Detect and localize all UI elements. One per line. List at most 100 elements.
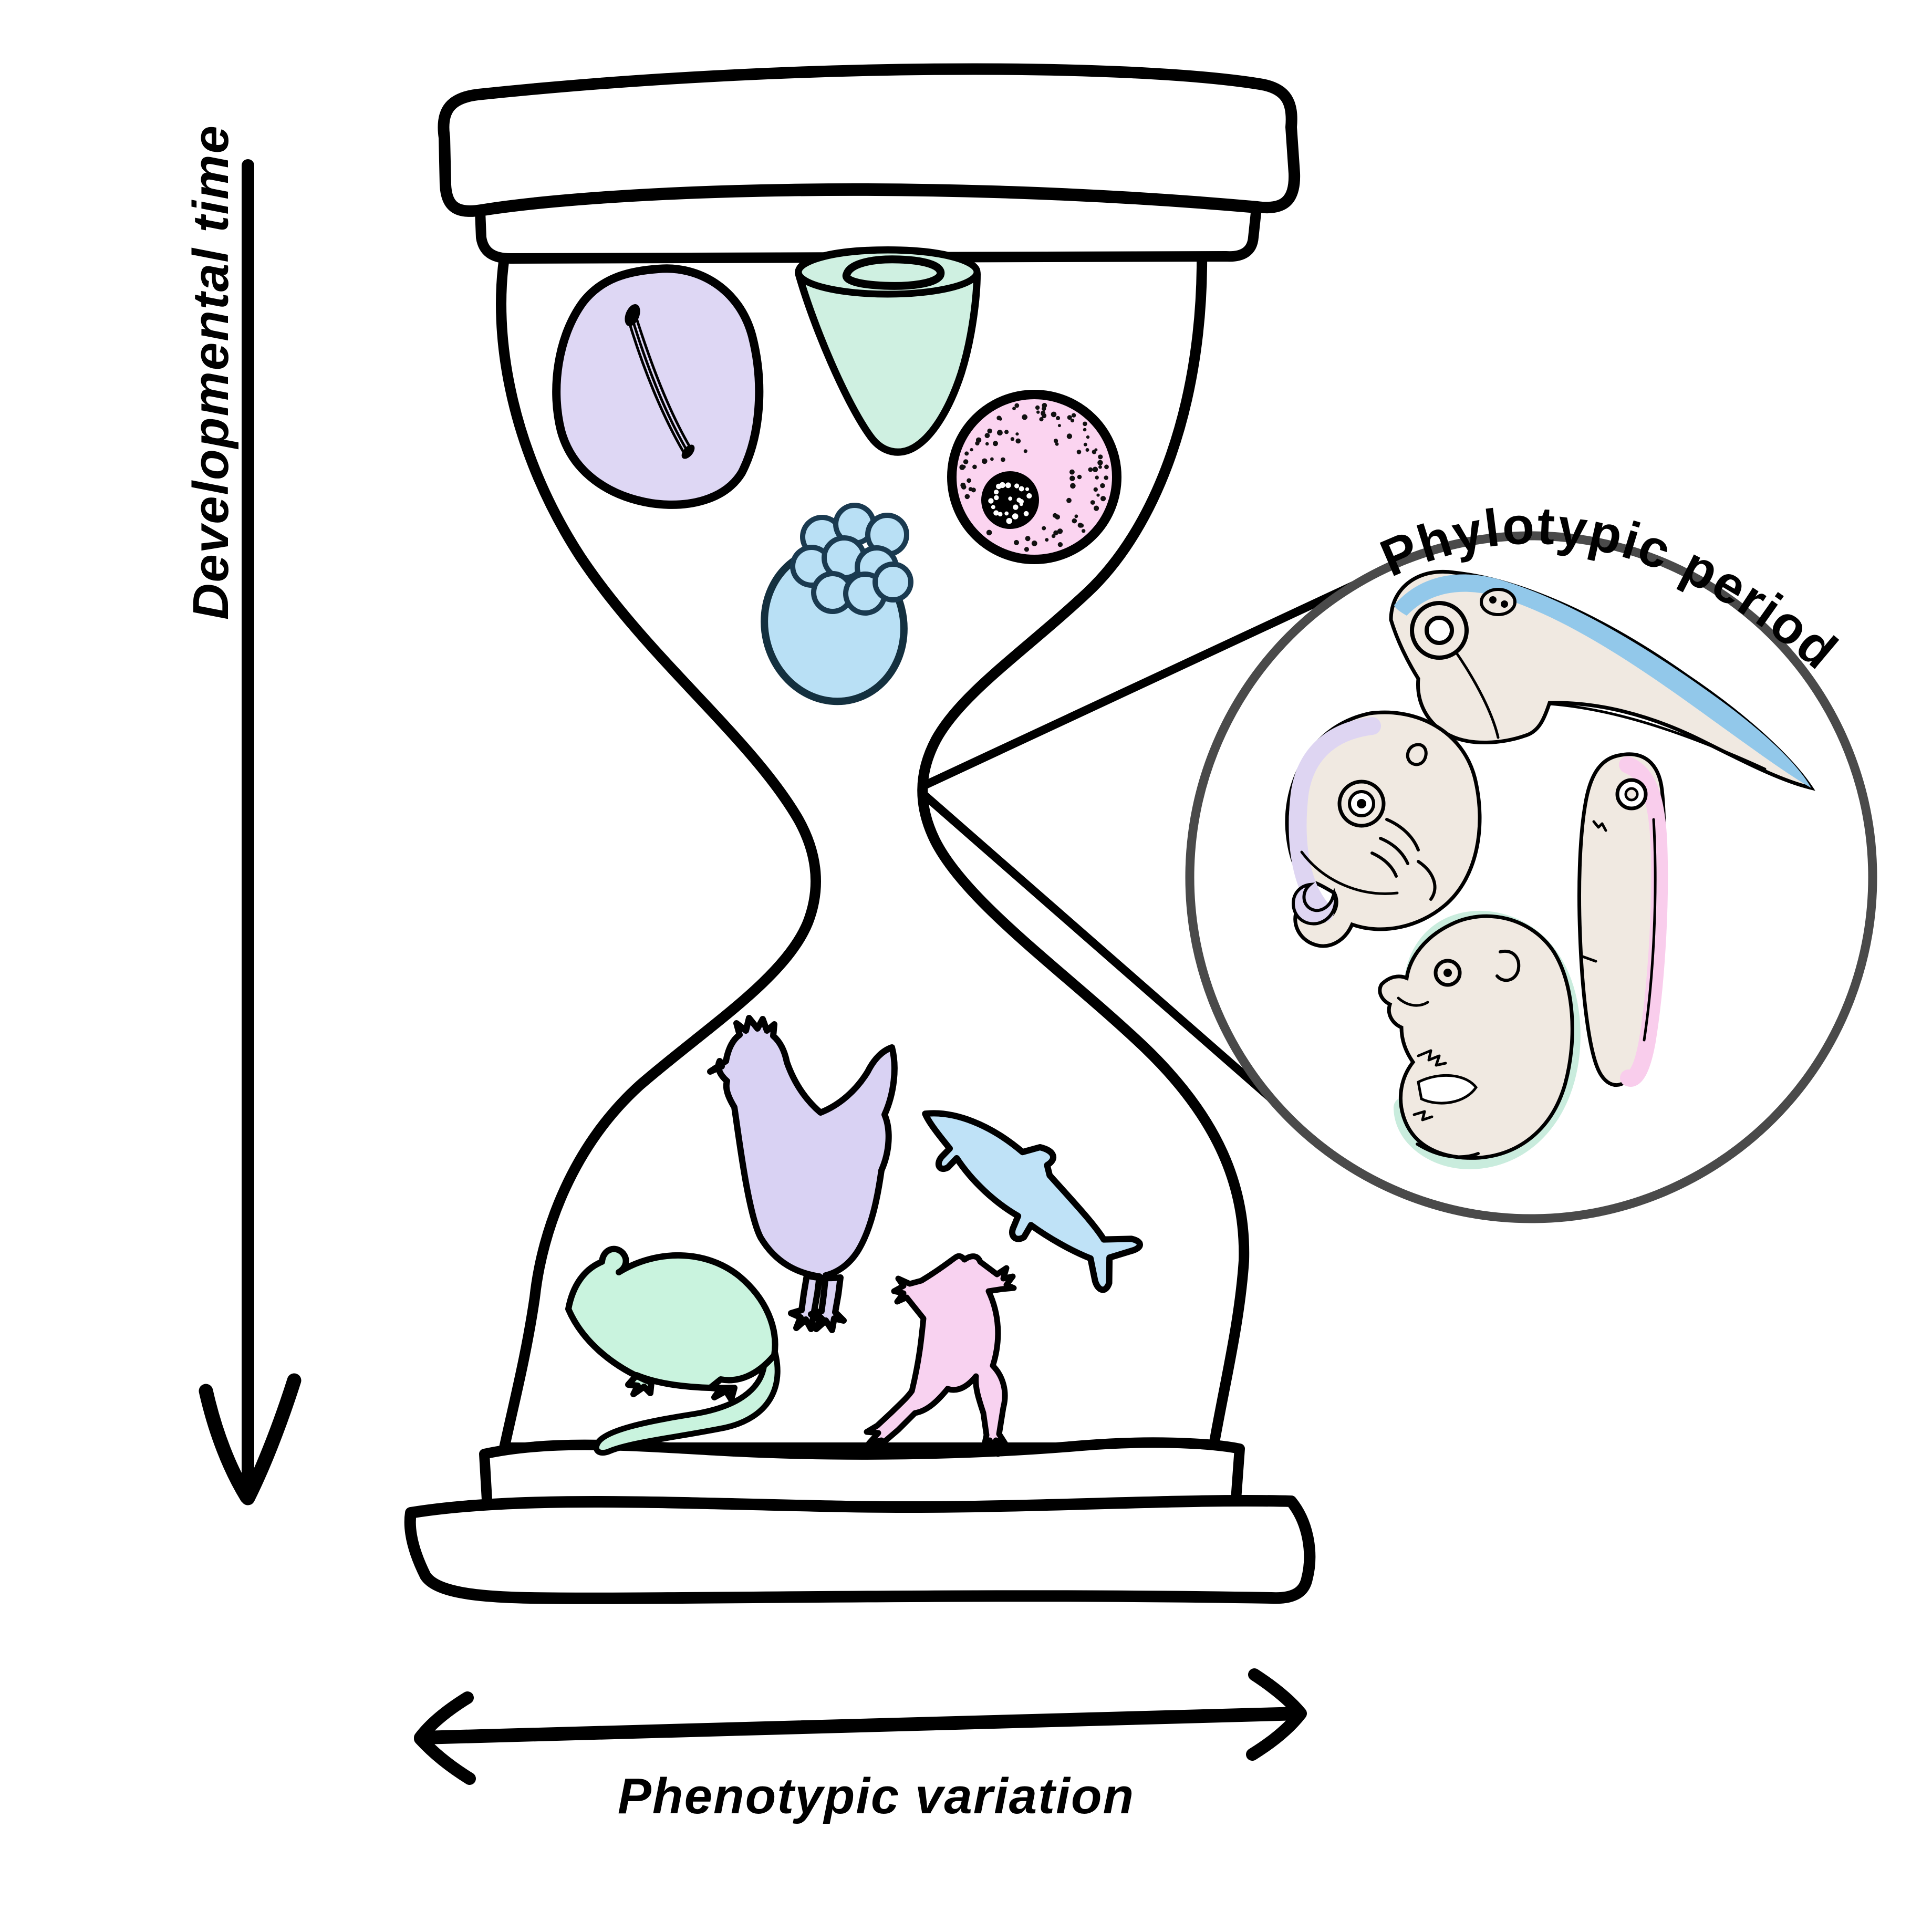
frog-embryo-stripe xyxy=(1619,756,1668,1087)
nucleus-speckle xyxy=(998,512,1003,517)
callout-line-lower xyxy=(919,790,1281,1107)
stipple-dot xyxy=(1041,411,1046,416)
stipple-dot xyxy=(1100,496,1106,502)
fish-embryo-yolk-line xyxy=(1455,651,1767,771)
mouse-embryo xyxy=(1378,910,1581,1169)
stipple-dot xyxy=(1010,437,1015,441)
nucleus-speckle xyxy=(1019,499,1024,504)
nucleus-speckle xyxy=(994,490,999,495)
stipple-dot xyxy=(1025,536,1031,542)
developmental-time-axis: Developmental time xyxy=(183,124,302,1505)
stipple-dot xyxy=(984,433,990,439)
stipple-dot xyxy=(1056,416,1061,420)
mouse-silhouette xyxy=(565,1245,781,1456)
stipple-dot xyxy=(1104,464,1109,470)
stipple-dot xyxy=(1098,465,1102,469)
stipple-dot xyxy=(1067,415,1072,420)
stipple-dot xyxy=(1086,435,1090,439)
stipple-dot xyxy=(987,428,992,434)
right-arrowhead-icon xyxy=(1246,1668,1307,1761)
amniote-egg-shell xyxy=(552,264,764,509)
chicken-silhouette xyxy=(707,1015,898,1333)
stipple-dot xyxy=(972,464,977,470)
morula-cells xyxy=(790,503,913,616)
stipple-dot xyxy=(1090,500,1095,505)
primitive-streak xyxy=(628,317,692,454)
stipple-dot xyxy=(975,441,980,446)
stipple-dot xyxy=(1057,528,1063,534)
nucleus-speckle xyxy=(1012,513,1019,520)
stipple-dot xyxy=(1042,403,1047,408)
stipple-dot xyxy=(997,430,1003,436)
mouse-embryo-mouth xyxy=(1397,996,1429,1007)
stipple-dot xyxy=(1066,433,1073,439)
stipple-dot xyxy=(1023,449,1027,453)
early-stages-group xyxy=(552,246,1121,705)
developmental-time-label: Developmental time xyxy=(183,124,239,620)
chick-embryo xyxy=(1285,710,1482,948)
stipple-dot xyxy=(959,464,965,470)
amniote-egg xyxy=(552,264,764,509)
chick-embryo-body xyxy=(1285,710,1482,948)
hourglass-base xyxy=(404,1494,1316,1604)
stipple-dot xyxy=(1094,505,1099,511)
fish-embryo-pupil xyxy=(1425,616,1454,645)
nucleus-speckle xyxy=(994,495,999,501)
stipple-dot xyxy=(1083,442,1087,446)
stipple-dot xyxy=(1012,407,1016,411)
stipple-dot xyxy=(1057,542,1063,547)
stipple-dot xyxy=(1100,483,1105,489)
nucleus-speckle xyxy=(1026,493,1032,499)
nucleus-speckle xyxy=(993,510,999,516)
mouse-embryo-tail-line xyxy=(1416,1142,1480,1159)
frog-silhouette xyxy=(864,1253,1017,1457)
stipple-dot xyxy=(1042,526,1046,531)
otic-dot xyxy=(1501,600,1508,608)
egg-cell-nucleus-speckles xyxy=(988,482,1032,524)
stipple-dot xyxy=(1098,454,1103,460)
stipple-dot xyxy=(964,494,970,500)
nucleus-speckle xyxy=(1006,518,1012,524)
stipple-dot xyxy=(990,457,994,461)
stipple-dot xyxy=(1053,439,1058,443)
stipple-dot xyxy=(1052,513,1057,518)
chick-embryo-otocyst xyxy=(1406,743,1428,766)
callout-line-upper xyxy=(919,575,1370,790)
stipple-dot xyxy=(967,478,971,483)
stipple-dot xyxy=(976,438,980,442)
mouse-embryo-ear xyxy=(1495,949,1521,982)
double-arrow-shaft-icon xyxy=(417,1707,1305,1744)
stipple-dot xyxy=(1039,417,1044,422)
stipple-dot xyxy=(1074,514,1078,518)
stipple-dot xyxy=(1035,405,1040,410)
gastrula xyxy=(794,246,981,456)
fish-embryo-otic-vesicle xyxy=(1480,588,1516,616)
stipple-dot xyxy=(1004,430,1009,434)
stipple-dot xyxy=(993,441,998,446)
hourglass-top-collar xyxy=(475,185,1262,264)
nucleus-speckle xyxy=(1019,486,1024,492)
stipple-dot xyxy=(970,448,973,452)
stipple-dot xyxy=(1070,419,1075,423)
stipple-dot xyxy=(1066,497,1072,503)
chick-embryo-eye-dot xyxy=(1357,799,1366,808)
egg-cell xyxy=(947,390,1121,564)
frog-embryo xyxy=(1577,752,1668,1087)
phylotypic-callout: Phylotypic period xyxy=(919,496,1877,1223)
blastocyst xyxy=(761,503,913,705)
mouse-embryo-belly-patch xyxy=(1417,1074,1478,1105)
adult-animals-group xyxy=(565,1015,1143,1457)
stipple-dot xyxy=(1077,474,1082,480)
stipple-dot xyxy=(1096,493,1100,497)
stipple-dot xyxy=(1088,467,1093,472)
stipple-dot xyxy=(1014,403,1020,408)
nucleus-speckle xyxy=(1023,511,1029,516)
stipple-dot xyxy=(999,417,1002,421)
stipple-dot xyxy=(1036,410,1040,414)
egg-cell-membrane xyxy=(947,390,1121,564)
stipple-dot xyxy=(1031,541,1037,546)
chick-embryo-tail-curl xyxy=(1291,882,1337,926)
stipple-dot xyxy=(1022,414,1027,420)
mouse-embryo-forepaw xyxy=(1417,1049,1447,1067)
stipple-dot xyxy=(964,451,969,456)
